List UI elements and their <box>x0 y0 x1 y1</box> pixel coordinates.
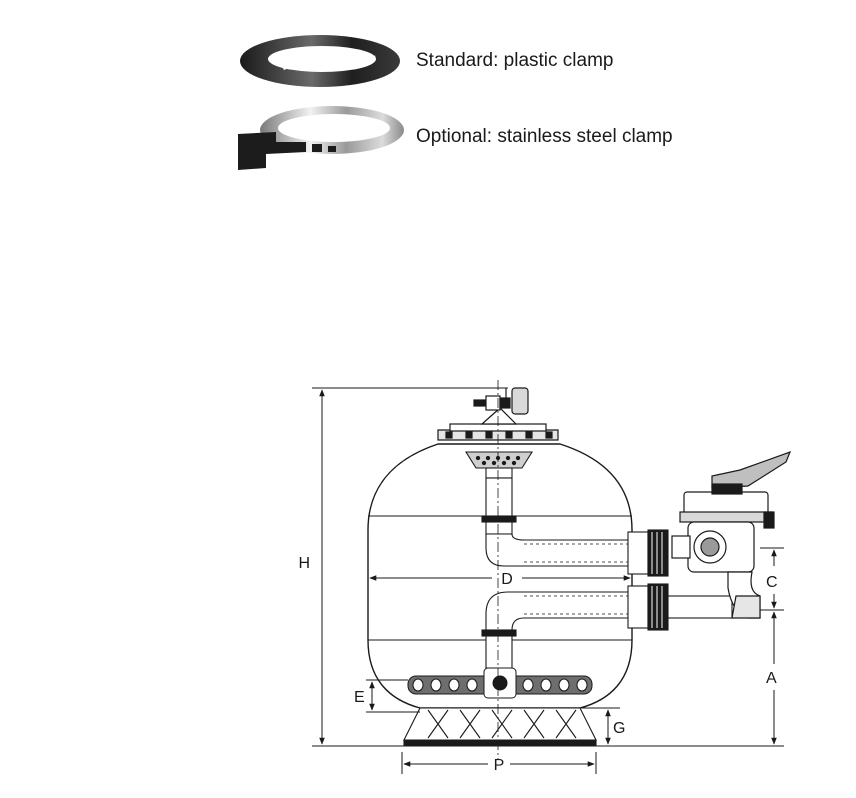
dimension-e-label: E <box>354 689 365 706</box>
base-stand <box>403 707 597 747</box>
dimension-a <box>596 611 784 747</box>
bottom-laterals <box>407 667 593 699</box>
dimension-e <box>366 679 420 713</box>
dimension-c <box>760 547 784 611</box>
legend-optional: Optional: stainless steel clamp <box>236 100 673 174</box>
internal-pipe-upper <box>481 477 631 567</box>
dimension-h-label: H <box>298 555 310 572</box>
dimension-d-label: D <box>501 571 513 588</box>
dimension-g-label: G <box>613 720 625 737</box>
dimension-p <box>401 752 597 774</box>
plastic-clamp-icon <box>240 35 400 87</box>
multiport-valve-icon <box>671 450 792 619</box>
pipe-unions <box>627 529 733 631</box>
legend-optional-label: Optional: stainless steel clamp <box>416 126 673 147</box>
pressure-gauge-icon <box>473 387 529 415</box>
stainless-steel-clamp-icon <box>238 106 404 170</box>
dimension-a-label: A <box>766 670 777 687</box>
legend-standard-label: Standard: plastic clamp <box>416 50 614 71</box>
top-diffuser <box>465 451 533 479</box>
dimension-h <box>312 387 508 747</box>
dimension-c-label: C <box>766 574 778 591</box>
dimension-p-label: P <box>494 757 505 774</box>
dimension-g <box>580 707 620 745</box>
legend-standard: Standard: plastic clamp <box>236 26 614 96</box>
filter-tank <box>367 443 633 709</box>
